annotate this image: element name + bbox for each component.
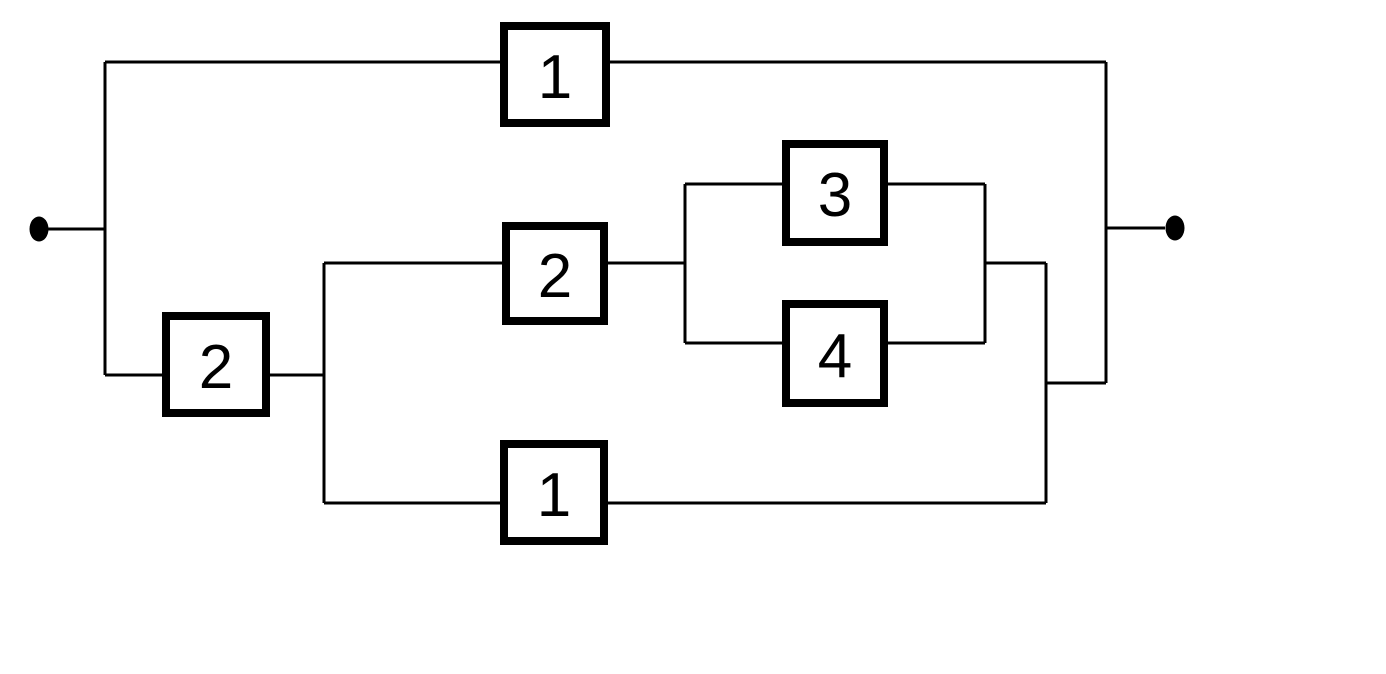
block-bottom-1-label: 1 [536, 460, 572, 530]
block-bottom-1: 1 [500, 440, 608, 545]
block-top-1: 1 [500, 22, 610, 127]
output-terminal-dot [1165, 215, 1185, 241]
input-terminal-dot [29, 216, 49, 242]
block-upper-3: 3 [782, 140, 888, 246]
block-mid-2: 2 [502, 222, 608, 325]
block-lower-4: 4 [782, 300, 888, 407]
block-left-2-label: 2 [198, 332, 234, 402]
block-mid-2-label: 2 [537, 241, 573, 311]
block-lower-4-label: 4 [817, 321, 853, 391]
block-top-1-label: 1 [537, 42, 573, 112]
block-left-2: 2 [162, 312, 270, 417]
block-upper-3-label: 3 [817, 161, 853, 230]
